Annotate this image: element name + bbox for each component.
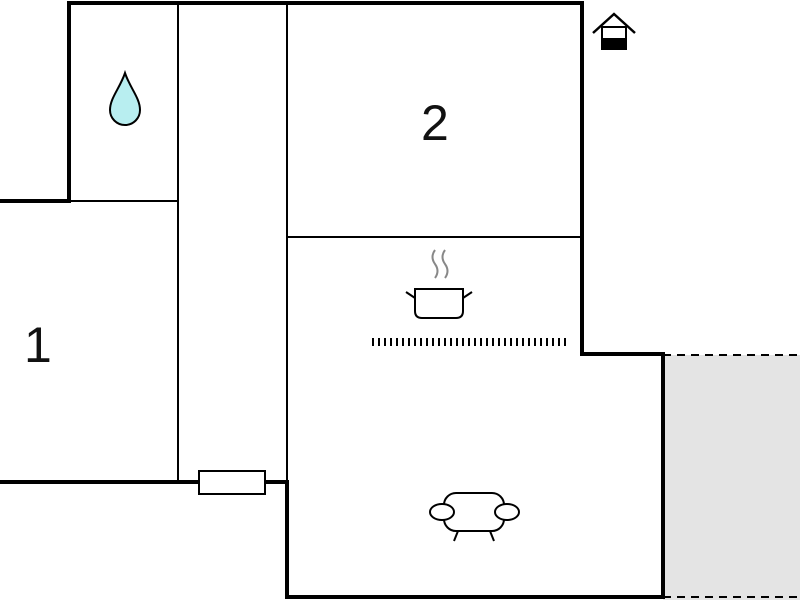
room-2-label: 2 xyxy=(421,95,449,151)
room-1-label: 1 xyxy=(24,317,52,373)
terrace-area xyxy=(663,355,800,600)
water-drop-icon xyxy=(108,69,142,126)
terrace-dashed-border xyxy=(663,354,800,598)
interior-walls xyxy=(69,3,582,482)
cooking-pot-icon xyxy=(405,288,473,319)
sofa-icon xyxy=(429,492,520,542)
exterior-walls xyxy=(0,1,665,599)
radiator-icon xyxy=(198,470,266,495)
house-entrance-icon xyxy=(592,12,636,50)
steam-icon xyxy=(431,249,449,279)
